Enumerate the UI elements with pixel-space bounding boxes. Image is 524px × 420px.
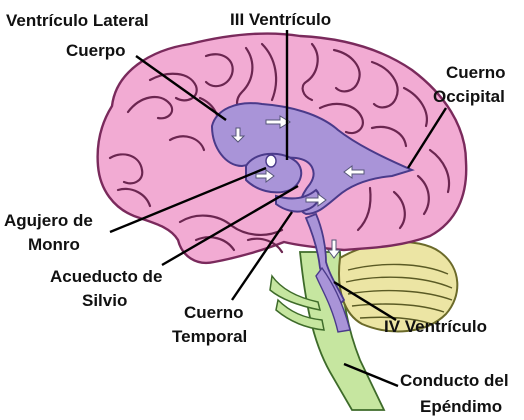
label-acueducto-de-silvio-1: Acueducto de xyxy=(50,267,162,286)
label-conducto-del-ependimo-1: Conducto del xyxy=(400,371,509,390)
label-cuerno-temporal-2: Temporal xyxy=(172,327,247,346)
label-acueducto-de-silvio-2: Silvio xyxy=(82,291,127,310)
label-cuerno-temporal-1: Cuerno xyxy=(184,303,244,322)
label-agujero-de-monro-1: Agujero de xyxy=(4,211,93,230)
label-ventriculo-lateral: Ventrículo Lateral xyxy=(6,11,149,30)
label-iv-ventriculo: IV Ventrículo xyxy=(384,317,487,336)
label-conducto-del-ependimo-2: Epéndimo xyxy=(420,397,502,416)
label-cuerno-occipital-1: Cuerno xyxy=(446,63,506,82)
label-cuerno-occipital-2: Occipital xyxy=(433,87,505,106)
label-cuerpo: Cuerpo xyxy=(66,41,126,60)
label-iii-ventriculo: III Ventrículo xyxy=(230,10,331,29)
label-agujero-de-monro-2: Monro xyxy=(28,235,80,254)
